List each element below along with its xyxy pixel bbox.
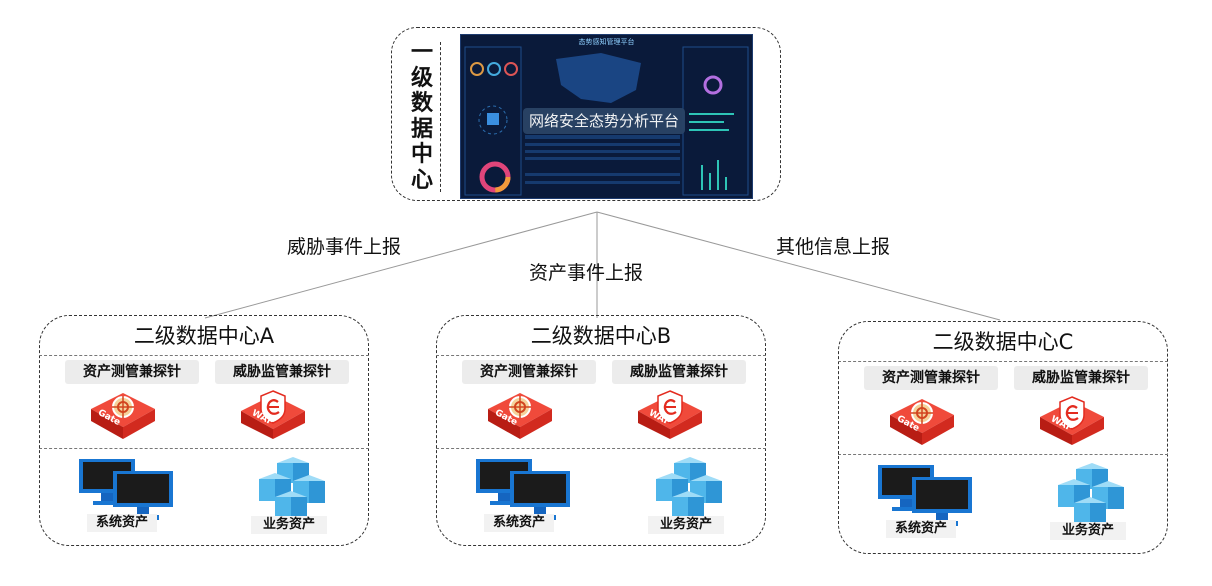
secondary-data-center-title: 二级数据中心B: [530, 324, 672, 348]
monitor-icon: [474, 457, 574, 523]
threat-probe-label: 威胁监管兼探针: [1014, 366, 1148, 390]
dashboard-graphic: [464, 46, 749, 196]
title-char: 数: [410, 91, 433, 117]
section-divider: [436, 448, 766, 449]
secondary-data-center-box: [436, 315, 766, 546]
monitor-icon: [876, 463, 976, 529]
edge-label-other: 其他信息上报: [776, 236, 891, 258]
connector-line-c: [596, 211, 1001, 321]
threat-probe-label: 威胁监管兼探针: [612, 360, 746, 384]
edge-label-threat: 威胁事件上报: [287, 236, 402, 258]
secondary-data-center-box: [838, 321, 1168, 554]
waf-device-icon: [630, 387, 710, 442]
server-cluster-icon: [1054, 461, 1130, 531]
title-char: 级: [410, 65, 433, 91]
title-char: 心: [410, 167, 433, 193]
business-asset-label: 业务资产: [648, 516, 724, 534]
business-asset-label: 业务资产: [251, 516, 327, 534]
waf-device-icon: [233, 387, 313, 442]
gate-device-icon: [882, 393, 962, 448]
secondary-data-center-title: 二级数据中心A: [133, 324, 275, 348]
server-cluster-icon: [652, 455, 728, 525]
title-char: 中: [410, 142, 433, 168]
business-asset-label: 业务资产: [1050, 522, 1126, 540]
section-divider: [39, 355, 369, 356]
section-divider: [436, 355, 766, 356]
edge-label-asset: 资产事件上报: [529, 262, 644, 284]
title-char: 一: [410, 40, 433, 65]
system-asset-label: 系统资产: [886, 520, 956, 538]
primary-data-center-box: [391, 27, 781, 201]
secondary-data-center-box: [39, 315, 369, 546]
title-char: 据: [410, 116, 433, 142]
connector-line-a: [204, 211, 598, 319]
dashboard-screenshot: 态势感知管理平台 网络安全态势分析平台: [460, 34, 753, 199]
server-cluster-icon: [255, 455, 331, 525]
gate-device-icon: [480, 387, 560, 442]
section-divider: [838, 454, 1168, 455]
secondary-data-center-title: 二级数据中心C: [932, 330, 1074, 354]
gate-device-icon: [83, 387, 163, 442]
system-asset-label: 系统资产: [484, 514, 554, 532]
asset-probe-label: 资产测管兼探针: [462, 360, 596, 384]
asset-probe-label: 资产测管兼探针: [65, 360, 199, 384]
asset-probe-label: 资产测管兼探针: [864, 366, 998, 390]
threat-probe-label: 威胁监管兼探针: [215, 360, 349, 384]
primary-data-center-label: 一 级 数 据 中 心: [404, 42, 441, 192]
section-divider: [39, 448, 369, 449]
dashboard-header: 态势感知管理平台: [578, 38, 635, 46]
waf-device-icon: [1032, 393, 1112, 448]
system-asset-label: 系统资产: [87, 514, 157, 532]
dashboard-banner: 网络安全态势分析平台: [523, 108, 685, 134]
section-divider: [838, 361, 1168, 362]
